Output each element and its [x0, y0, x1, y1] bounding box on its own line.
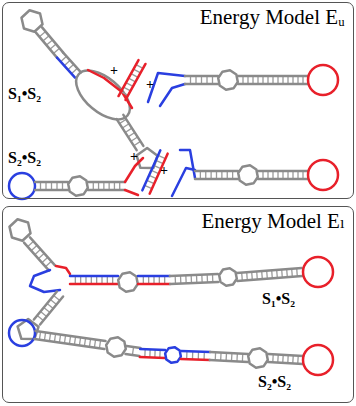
strand [70, 283, 118, 286]
strand [195, 170, 238, 173]
strand [138, 275, 170, 278]
strand [125, 64, 145, 100]
strand [42, 27, 63, 52]
strand [123, 115, 143, 146]
model-panel: Energy Model Eᵤ [2, 2, 354, 199]
strand [185, 83, 218, 86]
hairpin-loop [308, 160, 338, 190]
hairpin-loop [308, 65, 338, 95]
strand [172, 168, 195, 196]
strand [88, 189, 125, 192]
strand [106, 337, 126, 357]
strand [210, 360, 248, 362]
strand [34, 291, 57, 319]
panel-title: Energy Model Eᵤ [200, 5, 345, 30]
charge-sign: + [110, 64, 118, 78]
strand [181, 351, 210, 352]
strand [237, 276, 302, 281]
strand [165, 347, 181, 363]
charge-sign: + [130, 150, 138, 164]
strand [150, 154, 168, 194]
strand [268, 362, 303, 364]
strand [170, 282, 218, 284]
strand [258, 178, 308, 181]
charge-sign: + [160, 164, 168, 178]
strand [219, 268, 237, 286]
strand [127, 346, 141, 348]
strand [160, 84, 185, 106]
strand [30, 270, 60, 292]
strand [88, 181, 125, 184]
strand [30, 237, 55, 265]
structure-label: S₁•S₂ [262, 291, 295, 307]
model-panel: Energy Model Eₗ [2, 206, 354, 403]
strand [21, 10, 42, 31]
strand [238, 165, 258, 185]
charge-sign: + [146, 78, 154, 92]
strand [117, 119, 137, 150]
strand [35, 189, 68, 192]
strand [258, 170, 308, 173]
strand [9, 219, 30, 240]
strand [238, 75, 308, 78]
strand [248, 348, 268, 368]
strand [119, 60, 139, 96]
strand [268, 354, 303, 356]
strand [170, 274, 218, 276]
strand [36, 33, 57, 58]
strand [70, 275, 118, 278]
strand [142, 150, 160, 190]
hairpin-loop [303, 345, 333, 375]
strand [40, 297, 63, 325]
structure-label: S₁•S₂ [8, 86, 41, 102]
hairpin-loop [9, 173, 35, 199]
hairpin-loop [303, 257, 333, 287]
strand [57, 58, 75, 78]
strand [68, 176, 88, 196]
panel-title: Energy Model Eₗ [201, 209, 345, 234]
structure-label: S₂•S₂ [258, 374, 291, 390]
strand [140, 357, 165, 358]
strand [140, 349, 165, 350]
strand [125, 190, 138, 195]
strand [125, 354, 139, 356]
strand [180, 150, 195, 178]
strand [63, 52, 81, 72]
strand [35, 181, 68, 184]
strand [218, 70, 238, 90]
strand [210, 352, 248, 354]
strand [138, 283, 170, 286]
structure-label: S₂•S₂ [8, 150, 41, 166]
strand [24, 243, 49, 271]
strand [238, 83, 308, 86]
strand [36, 331, 106, 341]
strand [195, 178, 238, 181]
strand [185, 75, 218, 78]
strand [181, 359, 210, 360]
strand [118, 272, 138, 292]
hairpin-loop [9, 320, 35, 346]
strand [56, 266, 70, 274]
strand [237, 268, 302, 273]
